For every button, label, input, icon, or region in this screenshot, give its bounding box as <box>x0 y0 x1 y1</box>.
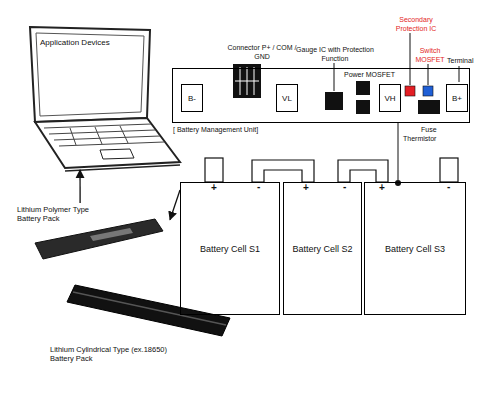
part-label: Power MOSFET <box>344 70 395 79</box>
laptop-edge <box>65 165 180 171</box>
cell-label: Battery Cell S1 <box>200 244 260 254</box>
polarity-mark: + <box>379 183 385 192</box>
gauge-ic <box>325 92 343 110</box>
pad-box: B- <box>181 84 203 112</box>
cylindrical-pack-drawing <box>67 285 230 336</box>
laptop-base <box>35 118 180 168</box>
laptop-screen <box>36 33 144 116</box>
pad-label: B+ <box>452 94 462 103</box>
pack-label: Lithium Cylindrical Type (ex.18650) Batt… <box>50 345 190 363</box>
cylindrical-pack-body <box>67 285 230 336</box>
power-mosfet <box>356 100 370 114</box>
polymer-pack-body <box>35 219 163 259</box>
connector-block <box>233 64 261 98</box>
power-mosfet <box>356 81 370 95</box>
polarity-mark: + <box>303 183 309 192</box>
fuse-block <box>418 100 440 114</box>
battery-cell: Battery Cell S3 <box>364 182 466 315</box>
part-label: Terminal <box>447 56 473 65</box>
part-label: Connector P+ / COM / GND <box>226 43 298 61</box>
pad-label: B- <box>188 94 196 103</box>
pad-box: VL <box>276 84 298 112</box>
thermistor-dot <box>395 180 401 186</box>
polymer-pack-drawing <box>35 219 163 259</box>
cell-label: Battery Cell S3 <box>385 244 445 254</box>
laptop-touchpad <box>100 149 134 159</box>
secondary-ic <box>405 86 415 96</box>
cell-label: Battery Cell S2 <box>292 244 352 254</box>
part-label: Thermistor <box>403 134 436 143</box>
part-label: Gauge IC with Protection Function <box>296 45 374 63</box>
switch-mosfet <box>423 86 433 96</box>
part-label: Secondary Protection IC <box>384 15 448 33</box>
laptop-keys <box>44 124 164 146</box>
bus-bar <box>338 160 388 182</box>
polarity-mark: - <box>447 182 450 191</box>
laptop-lid <box>30 27 150 122</box>
laptop-drawing <box>30 27 180 171</box>
device-screen: Application Devices <box>25 22 185 170</box>
battery-cell: Battery Cell S2 <box>283 182 362 315</box>
pack-label: Lithium Polymer Type Battery Pack <box>17 205 105 223</box>
polarity-mark: - <box>257 182 260 191</box>
part-label: Switch MOSFET <box>414 46 446 64</box>
pad-label: VH <box>384 94 395 103</box>
terminal-tab <box>440 158 458 182</box>
bmu-board: [ Battery Management Unit]B-VLVHB+ <box>172 68 470 123</box>
pad-label: VL <box>282 94 292 103</box>
polymer-pack: Lithium Polymer Type Battery Pack <box>15 203 170 265</box>
connector-slots <box>235 67 259 95</box>
pad-box: B+ <box>446 84 468 112</box>
terminal-tab <box>205 158 223 182</box>
flow-arrow <box>79 170 80 203</box>
cell-tabs <box>205 158 458 182</box>
battery-cell: Battery Cell S1 <box>180 182 280 315</box>
cylindrical-pack: Lithium Cylindrical Type (ex.18650) Batt… <box>45 283 240 371</box>
bus-bar <box>252 160 314 182</box>
polymer-pack-sticker <box>90 228 133 241</box>
polarity-mark: - <box>343 182 346 191</box>
polarity-mark: + <box>211 183 217 192</box>
flow-arrow <box>170 190 180 220</box>
part-label: Fuse <box>421 125 437 134</box>
device-label: Application Devices <box>40 38 130 48</box>
pad-box: VH <box>379 84 401 112</box>
board-caption: [ Battery Management Unit] <box>173 125 258 134</box>
cylindrical-pack-ridge <box>73 292 226 325</box>
